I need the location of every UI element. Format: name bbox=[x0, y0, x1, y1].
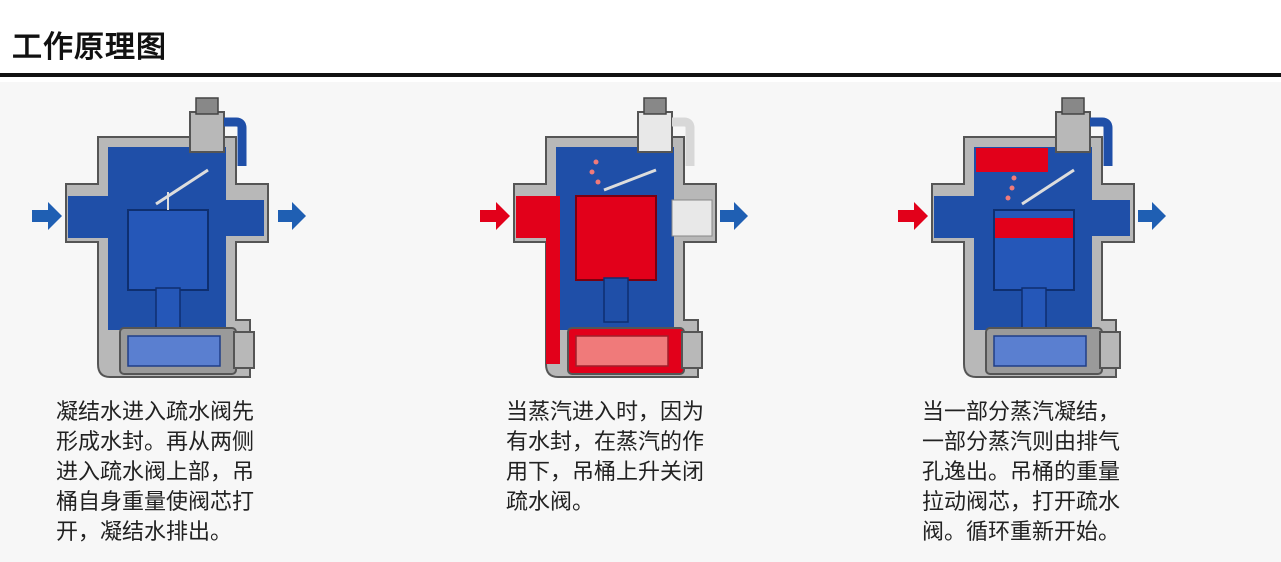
caption-stage-1: 凝结水进入疏水阀先 形成水封。再从两侧 进入疏水阀上部，吊 桶自身重量使阀芯打 … bbox=[56, 398, 254, 548]
caption-line: 阀。循环重新开始。 bbox=[922, 520, 1121, 545]
drain-plug bbox=[681, 331, 703, 369]
caption-line: 凝结水进入疏水阀先 bbox=[56, 400, 255, 425]
valve-column bbox=[189, 111, 225, 153]
steam-bubble bbox=[1005, 195, 1011, 201]
caption-line: 开，凝结水排出。 bbox=[56, 520, 233, 545]
inlet-arrow bbox=[480, 202, 510, 230]
caption-stage-3: 当一部分蒸汽凝结， 一部分蒸汽则由排气 孔逸出。吊桶的重量 拉动阀芯，打开疏水 … bbox=[922, 398, 1120, 548]
valve-cap bbox=[643, 97, 667, 115]
steam-side-riser bbox=[546, 196, 560, 364]
trap-diagram-stage-2 bbox=[480, 97, 748, 378]
steam-bubble bbox=[593, 159, 599, 165]
valve-lever bbox=[603, 168, 657, 192]
valve-column bbox=[637, 111, 673, 153]
steam-bubble bbox=[595, 179, 601, 185]
inlet-arrow bbox=[898, 202, 928, 230]
valve-lever bbox=[155, 168, 209, 206]
discharge-tube bbox=[672, 117, 695, 166]
valve-lever bbox=[1021, 168, 1075, 206]
caption-line: 用下，吊桶上升关闭 bbox=[506, 460, 705, 485]
caption-line: 拉动阀芯，打开疏水 bbox=[922, 490, 1121, 515]
trap-diagram-stage-3 bbox=[898, 97, 1166, 378]
valve-cap bbox=[1061, 97, 1085, 115]
caption-line: 进入疏水阀上部，吊 bbox=[56, 460, 255, 485]
outlet-channel bbox=[224, 200, 264, 236]
inverted-bucket bbox=[127, 209, 209, 291]
strainer-screen bbox=[127, 335, 221, 367]
bucket-steam-layer bbox=[995, 218, 1073, 238]
caption-line: 有水封，在蒸汽的作 bbox=[506, 430, 705, 455]
caption-line: 当蒸汽进入时，因为 bbox=[506, 400, 705, 425]
caption-line: 疏水阀。 bbox=[506, 490, 595, 515]
bucket-stem bbox=[603, 277, 629, 323]
inlet-arrow bbox=[32, 202, 62, 230]
caption-stage-2: 当蒸汽进入时，因为 有水封，在蒸汽的作 用下，吊桶上升关闭 疏水阀。 bbox=[506, 398, 704, 518]
discharge-tube bbox=[224, 117, 247, 166]
outlet-arrow bbox=[278, 202, 306, 230]
caption-line: 孔逸出。吊桶的重量 bbox=[922, 460, 1121, 485]
page-title: 工作原理图 bbox=[12, 30, 167, 65]
strainer-screen bbox=[993, 335, 1087, 367]
drain-plug bbox=[233, 331, 255, 369]
outlet-channel bbox=[1090, 200, 1130, 236]
valve-column bbox=[1055, 111, 1091, 153]
steam-bubble bbox=[589, 169, 595, 175]
caption-line: 当一部分蒸汽凝结， bbox=[922, 400, 1121, 425]
inlet-channel bbox=[934, 196, 976, 238]
inlet-channel bbox=[68, 196, 110, 238]
caption-line: 桶自身重量使阀芯打 bbox=[56, 490, 255, 515]
caption-line: 一部分蒸汽则由排气 bbox=[922, 430, 1121, 455]
steam-bubble bbox=[1011, 175, 1017, 181]
title-underline bbox=[0, 73, 1281, 77]
valve-cap bbox=[195, 97, 219, 115]
steam-pocket bbox=[976, 148, 1048, 172]
outlet-arrow bbox=[720, 202, 748, 230]
outlet-arrow bbox=[1138, 202, 1166, 230]
outlet-channel-closed bbox=[671, 199, 713, 237]
drain-plug bbox=[1099, 331, 1121, 369]
steam-bubble bbox=[1009, 185, 1015, 191]
caption-line: 形成水封。再从两侧 bbox=[56, 430, 255, 455]
discharge-tube bbox=[1090, 117, 1113, 166]
strainer-screen bbox=[575, 335, 669, 367]
inverted-bucket bbox=[575, 195, 657, 281]
trap-diagram-stage-1 bbox=[32, 97, 306, 378]
